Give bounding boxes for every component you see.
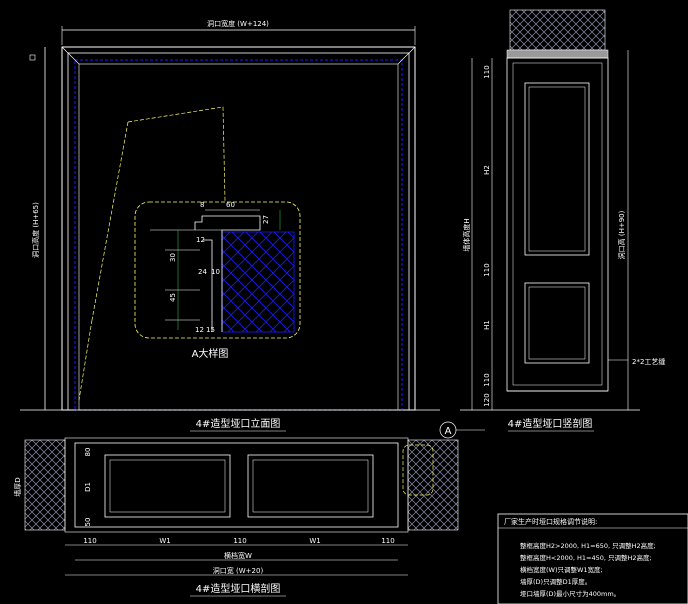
- plan-dim-2: 110: [233, 537, 246, 545]
- detail-bubble: [134, 201, 301, 339]
- section-dim-0: 110: [483, 65, 491, 78]
- plan-left-dim-2: 50: [84, 518, 92, 527]
- section-dim-2: 110: [483, 263, 491, 276]
- plan-title: 4#造型垭口横剖图: [196, 582, 281, 595]
- plan-dim-1: W1: [159, 537, 170, 545]
- notes-title: 厂家生产时垭口规格调节说明:: [504, 517, 597, 526]
- detail-dim-6: 10: [211, 268, 220, 276]
- vertical-section-view: 110 H2 110 H1 110 120 墙体高度H 洞口高 (H+90) 2…: [460, 9, 665, 432]
- section-dim-1: H2: [483, 165, 491, 175]
- elevation-title: 4#造型垭口立面图: [196, 417, 281, 430]
- plan-section-view: A 110 W1 110 W1 110 横档宽W 洞口宽 (W+20) 80 D…: [13, 421, 485, 597]
- plan-total-inner: 横档宽W: [224, 551, 252, 560]
- notes-line-1: 整框高度H<2000, H1=450, 只调整H2高度;: [520, 553, 652, 562]
- detail-dim-7: 45: [169, 293, 177, 302]
- section-title: 4#造型垭口竖剖图: [508, 417, 593, 430]
- detail-marker-label: A: [445, 426, 452, 437]
- detail-dim-0: 8: [200, 201, 204, 209]
- section-side-label: 墙体高度H: [462, 218, 471, 251]
- elevation-view: 洞口宽度 (W+124) 洞口高度 (H+65) 8 60 27 12: [20, 19, 440, 432]
- detail-dim-3: 12: [196, 236, 205, 244]
- plan-total-outer: 洞口宽 (W+20): [213, 566, 264, 575]
- section-right-label: 洞口高 (H+90): [617, 210, 626, 259]
- section-dim-3: H1: [483, 320, 491, 330]
- plan-wall-left: [24, 439, 66, 531]
- plan-left-dim-1: D1: [84, 482, 92, 492]
- section-dim-4: 110: [483, 373, 491, 386]
- detail-dim-9: 15: [206, 326, 215, 334]
- plan-wall-label: 墙厚D: [13, 477, 22, 496]
- notes-box: 厂家生产时垭口规格调节说明: 整框高度H2>2000, H1=650, 只调整H…: [497, 513, 688, 604]
- elevation-top-dim: 洞口宽度 (W+124): [207, 19, 269, 28]
- notes-line-3: 墙厚(D)只调整D1厚度。: [520, 577, 591, 586]
- plan-dim-4: 110: [381, 537, 394, 545]
- detail-dim-1: 60: [226, 201, 235, 209]
- notes-line-2: 横档宽度(W)只调整W1宽度;: [520, 565, 603, 574]
- elevation-side-dim: 洞口高度 (H+65): [31, 202, 40, 258]
- detail-dim-4: 30: [169, 253, 177, 262]
- section-note: 2*2工艺缝: [632, 357, 665, 366]
- detail-dim-5: 24: [198, 268, 207, 276]
- plan-dim-3: W1: [309, 537, 320, 545]
- plan-dim-0: 110: [83, 537, 96, 545]
- detail-dim-2: 27: [262, 215, 270, 224]
- notes-line-0: 整框高度H2>2000, H1=650, 只调整H2高度;: [520, 541, 656, 550]
- section-dim-5: 120: [483, 393, 491, 406]
- detail-dim-8: 12: [195, 326, 204, 334]
- section-wall-top: [509, 9, 606, 51]
- plan-left-dim-0: 80: [84, 448, 92, 457]
- detail-title: A大样图: [192, 347, 229, 360]
- notes-line-4: 垭口墙厚(D)最小尺寸为400mm。: [520, 589, 620, 598]
